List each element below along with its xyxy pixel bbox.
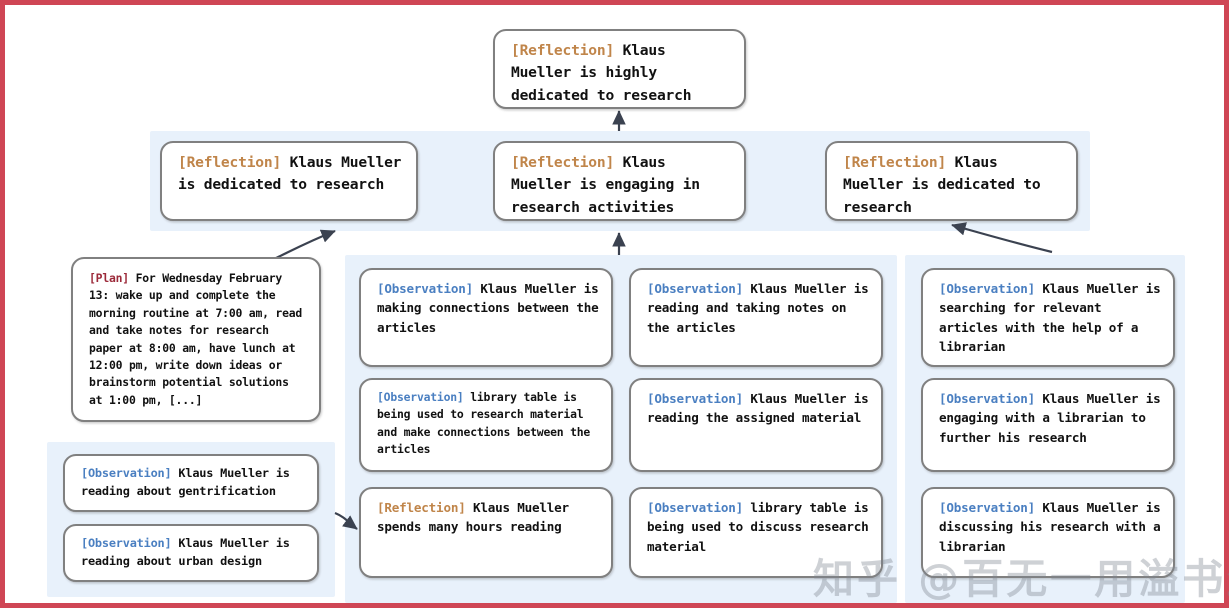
node-reflection-right[interactable]: [Reflection] Klaus Mueller is dedicated … — [825, 141, 1078, 221]
tag-observation: [Observation] — [939, 391, 1035, 406]
node-col1-reflection-3[interactable]: [Reflection] Klaus Mueller spends many h… — [359, 487, 613, 578]
node-bottom-observation-2[interactable]: [Observation] Klaus Mueller is reading a… — [63, 524, 319, 582]
tag-observation: [Observation] — [377, 281, 473, 296]
node-text: Klaus Mueller is engaging with a librari… — [939, 391, 1168, 445]
node-text: library table is being used to discuss r… — [647, 500, 876, 554]
node-bottom-observation-1[interactable]: [Observation] Klaus Mueller is reading a… — [63, 454, 319, 512]
node-text: For Wednesday February 13: wake up and c… — [89, 271, 309, 407]
node-plan[interactable]: [Plan] For Wednesday February 13: wake u… — [71, 257, 321, 422]
arrow-plan-to-left-reflection — [275, 229, 336, 260]
tag-observation: [Observation] — [81, 536, 172, 550]
node-text: Klaus Mueller is engaging in research ac… — [511, 154, 709, 216]
node-col3-observation-2[interactable]: [Observation] Klaus Mueller is engaging … — [921, 378, 1175, 472]
tag-observation: [Observation] — [647, 500, 743, 515]
node-text: Klaus Mueller is searching for relevant … — [939, 281, 1168, 355]
tag-observation: [Observation] — [377, 390, 464, 404]
node-text: Klaus Mueller is discussing his research… — [939, 500, 1168, 554]
node-col2-observation-1[interactable]: [Observation] Klaus Mueller is reading a… — [629, 268, 883, 367]
node-text: Klaus Mueller is dedicated to research — [178, 154, 410, 194]
node-col3-observation-3[interactable]: [Observation] Klaus Mueller is discussin… — [921, 487, 1175, 578]
tag-reflection: [Reflection] — [511, 154, 615, 171]
node-col3-observation-1[interactable]: [Observation] Klaus Mueller is searching… — [921, 268, 1175, 367]
node-text: Klaus Mueller is making connections betw… — [377, 281, 606, 335]
tag-plan: [Plan] — [89, 271, 129, 285]
node-text: Klaus Mueller is reading the assigned ma… — [647, 391, 876, 426]
node-text: Klaus Mueller is reading about gentrific… — [81, 466, 297, 499]
node-text: Klaus Mueller is highly dedicated to res… — [511, 42, 692, 104]
node-col2-observation-2[interactable]: [Observation] Klaus Mueller is reading t… — [629, 378, 883, 472]
node-col1-observation-2[interactable]: [Observation] library table is being use… — [359, 378, 613, 472]
node-text: Klaus Mueller is reading and taking note… — [647, 281, 876, 335]
tag-observation: [Observation] — [647, 391, 743, 406]
tag-reflection: [Reflection] — [377, 500, 466, 515]
tag-reflection: [Reflection] — [511, 42, 615, 59]
node-text: Klaus Mueller is dedicated to research — [843, 154, 1050, 216]
tag-observation: [Observation] — [81, 466, 172, 480]
node-text: library table is being used to research … — [377, 390, 597, 457]
node-text: Klaus Mueller spends many hours reading — [377, 500, 577, 535]
node-col1-observation-1[interactable]: [Observation] Klaus Mueller is making co… — [359, 268, 613, 367]
node-reflection-center[interactable]: [Reflection] Klaus Mueller is engaging i… — [493, 141, 746, 221]
node-top-reflection[interactable]: [Reflection] Klaus Mueller is highly ded… — [493, 29, 746, 109]
node-reflection-left[interactable]: [Reflection] Klaus Mueller is dedicated … — [160, 141, 418, 221]
node-text: Klaus Mueller is reading about urban des… — [81, 536, 297, 569]
tag-reflection: [Reflection] — [178, 154, 282, 171]
tag-observation: [Observation] — [939, 281, 1035, 296]
node-col2-observation-3[interactable]: [Observation] library table is being use… — [629, 487, 883, 578]
tag-reflection: [Reflection] — [843, 154, 947, 171]
tag-observation: [Observation] — [647, 281, 743, 296]
tag-observation: [Observation] — [939, 500, 1035, 515]
